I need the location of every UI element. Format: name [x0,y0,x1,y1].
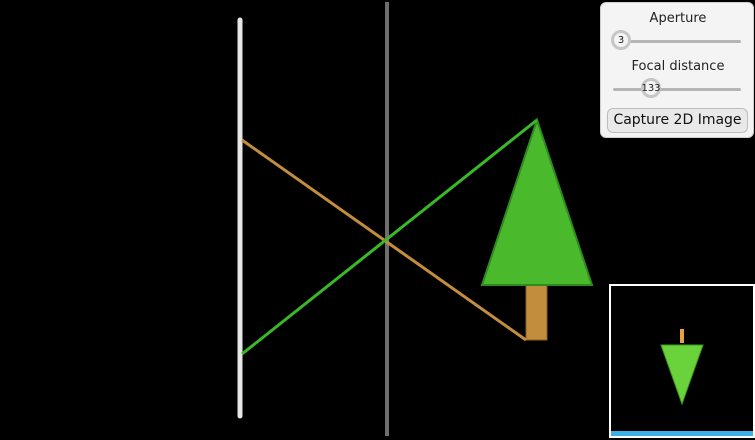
captured-image-preview [609,284,755,438]
focal-distance-slider-thumb[interactable]: 133 [641,78,661,98]
controls-panel: Aperture 3 Focal distance 133 Capture 2D… [600,2,754,138]
preview-progress-bar [611,431,753,436]
capture-2d-image-button[interactable]: Capture 2D Image [607,108,748,133]
aperture-label: Aperture [649,11,707,26]
ray-tip-to-film [241,118,538,356]
aperture-slider-track[interactable] [613,40,741,43]
aperture-slider-thumb[interactable]: 3 [611,30,631,50]
tree-trunk [525,283,548,341]
tree-foliage [480,116,594,286]
inverted-tree-icon [660,329,704,406]
tree-icon[interactable] [480,116,594,341]
focal-distance-label: Focal distance [631,59,725,74]
preview-trunk [680,329,684,343]
focal-distance-slider-track[interactable] [613,88,741,91]
preview-foliage [660,344,704,406]
